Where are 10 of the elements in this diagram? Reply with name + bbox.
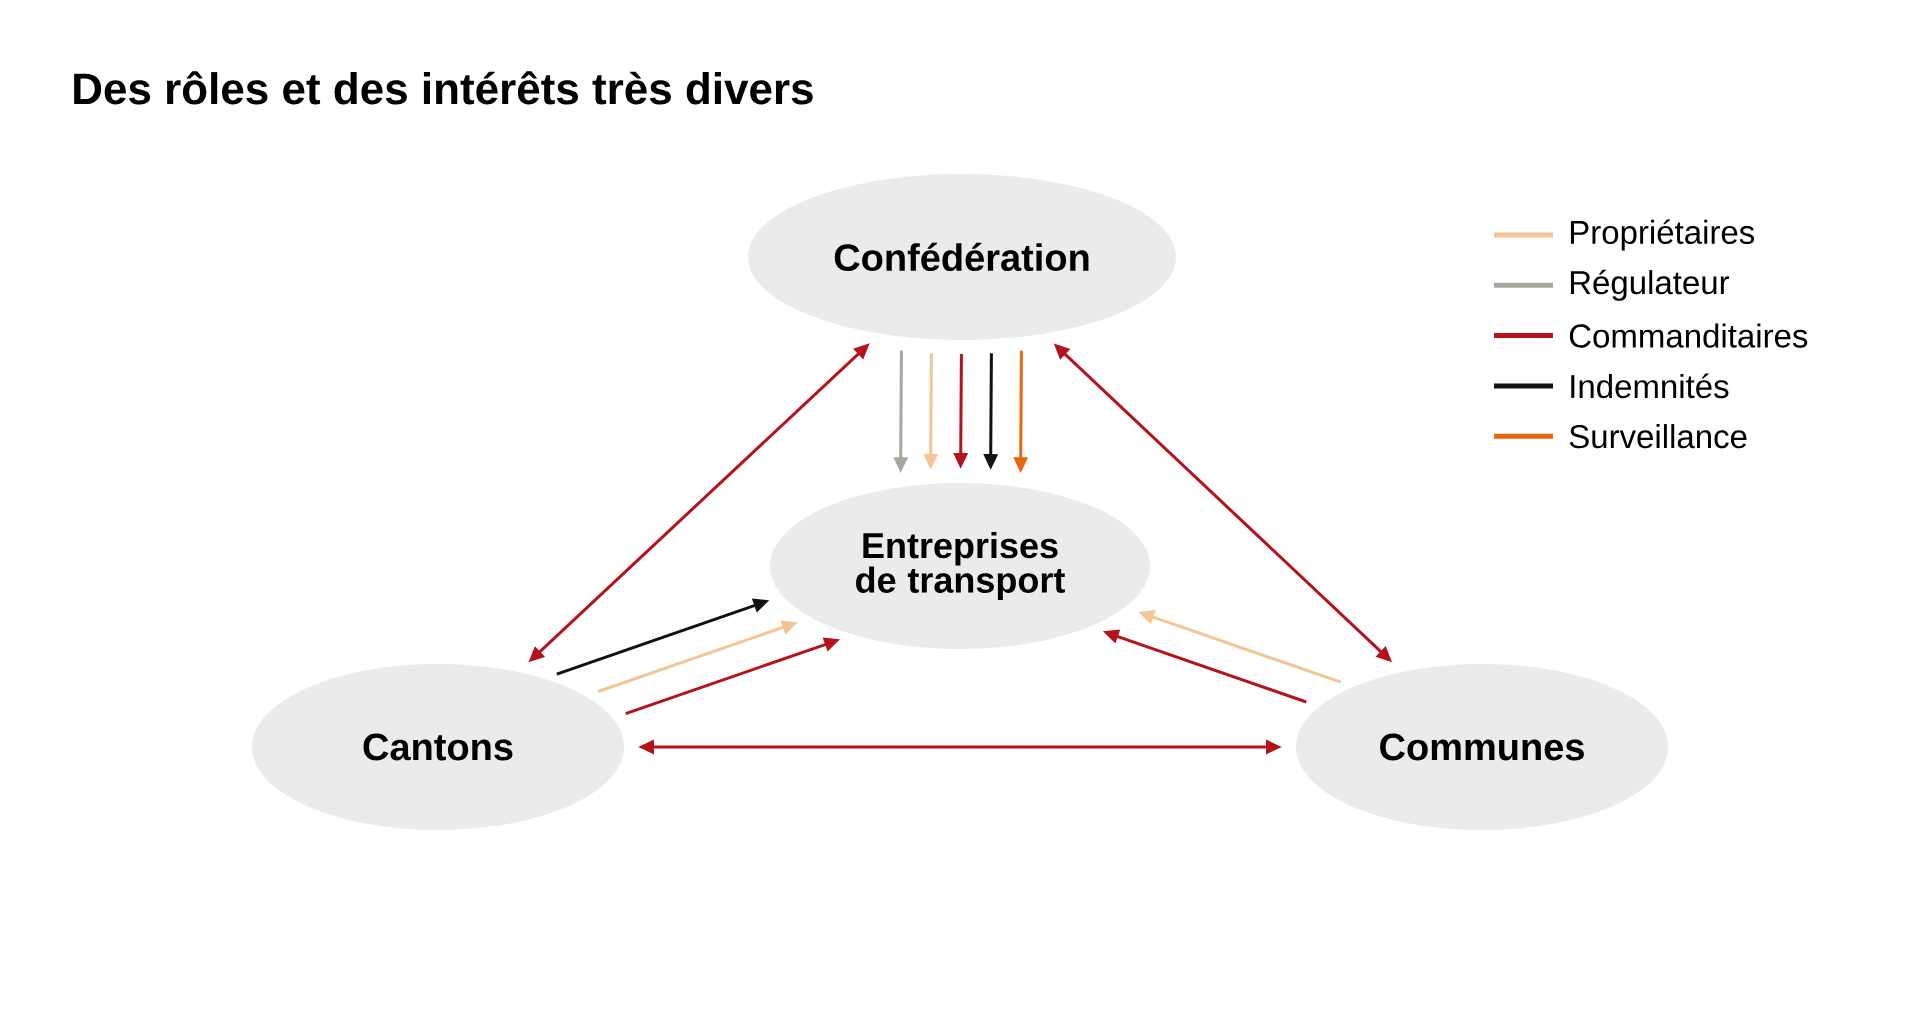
oval-node: Cantons xyxy=(252,664,624,830)
oval-node: Confédération xyxy=(748,174,1176,340)
legend-label: Indemnités xyxy=(1571,373,1729,399)
oval-node: Entreprises de transport xyxy=(770,483,1150,649)
legend-label: Surveillance xyxy=(1569,424,1747,449)
legend-label: Propriétaires xyxy=(1570,219,1755,251)
legend-label: Régulateur xyxy=(1570,269,1730,301)
legend-label: Commanditaires xyxy=(1569,323,1808,348)
oval-node: Communes xyxy=(1296,664,1668,830)
title: Des rôles et des intérêts très divers xyxy=(74,71,813,105)
